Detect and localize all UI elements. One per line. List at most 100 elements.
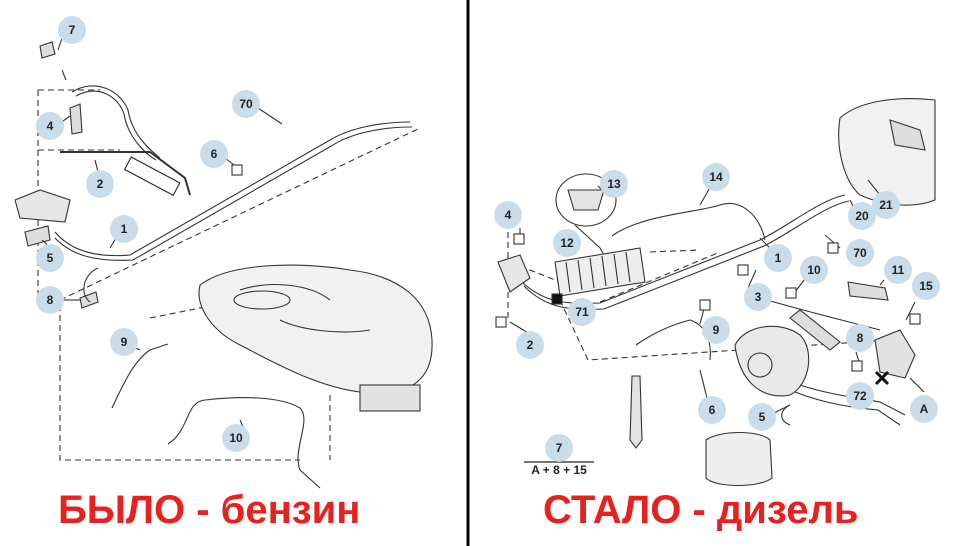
callout-label: 4 (47, 119, 54, 133)
callout-label: 70 (853, 246, 867, 260)
callout-bubble (912, 272, 940, 300)
callout-label: 21 (879, 198, 893, 212)
callout-note: 7 (545, 434, 573, 462)
callout-bubble (200, 140, 228, 168)
callout-left-7: 7 (58, 16, 86, 44)
callout-right-5: 5 (748, 403, 776, 431)
callout-left-1: 1 (110, 215, 138, 243)
callout-bubble (846, 324, 874, 352)
callout-label: 13 (607, 177, 621, 191)
callout-bubble (884, 256, 912, 284)
callout-label: 15 (919, 279, 933, 293)
callout-label: 2 (527, 338, 534, 352)
callout-label: 8 (47, 293, 54, 307)
callout-right-2: 2 (516, 331, 544, 359)
callout-label: 4 (505, 208, 512, 222)
left-panel (14, 37, 433, 489)
callout-label: 7 (69, 23, 76, 37)
callout-label: 12 (560, 236, 574, 250)
callout-bubble (702, 316, 730, 344)
before-caption: БЫЛО - бензин (58, 488, 361, 532)
callout-right-72: 72 (846, 382, 874, 410)
callout-bubble (744, 283, 772, 311)
callout-label: 9 (713, 323, 720, 337)
callout-bubble (516, 331, 544, 359)
callout-bubble (698, 396, 726, 424)
callout-label: 1 (775, 251, 782, 265)
callout-bubble (553, 229, 581, 257)
callout-bubble (110, 328, 138, 356)
callout-label: 14 (709, 170, 723, 184)
callout-right-70: 70 (846, 239, 874, 267)
callout-right-20: 20 (848, 202, 876, 230)
callout-bubble (848, 202, 876, 230)
callout-label: 9 (121, 335, 128, 349)
callout-label: 8 (857, 331, 864, 345)
callout-bubble (545, 434, 573, 462)
after-caption: СТАЛО - дизель (543, 488, 859, 532)
callout-left-2: 2 (86, 170, 114, 198)
callout-bubble (702, 163, 730, 191)
callout-label: 6 (709, 403, 716, 417)
callout-right-14: 14 (702, 163, 730, 191)
right-panel (495, 98, 936, 486)
callout-label: 10 (229, 431, 243, 445)
callout-right-1: 1 (764, 244, 792, 272)
callout-bubble (36, 112, 64, 140)
callout-right-3: 3 (744, 283, 772, 311)
callout-bubble (58, 16, 86, 44)
callout-label: 72 (853, 389, 867, 403)
callout-label: A (920, 402, 929, 416)
callout-label: 1 (121, 222, 128, 236)
callout-left-5: 5 (36, 244, 64, 272)
callout-bubble (110, 215, 138, 243)
callout-left-6: 6 (200, 140, 228, 168)
callout-label: 11 (892, 263, 905, 277)
callout-left-8: 8 (36, 286, 64, 314)
callout-label: 71 (575, 305, 589, 319)
callout-right-9: 9 (702, 316, 730, 344)
callout-bubble (36, 244, 64, 272)
callout-label: 20 (855, 209, 869, 223)
callout-right-a: A (910, 395, 938, 423)
callout-note-number: 7 (556, 441, 563, 455)
callout-right-71: 71 (568, 298, 596, 326)
callout-bubble (764, 244, 792, 272)
callout-right-21: 21 (872, 191, 900, 219)
callout-label: 6 (211, 147, 218, 161)
callout-bubble (846, 382, 874, 410)
callout-bubble (86, 170, 114, 198)
callout-bubble (846, 239, 874, 267)
callout-right-10: 10 (800, 256, 828, 284)
callout-bubble (232, 90, 260, 118)
callout-bubble (800, 256, 828, 284)
callout-right-4: 4 (494, 201, 522, 229)
callout-left-70: 70 (232, 90, 260, 118)
callout-right-6: 6 (698, 396, 726, 424)
callout-bubble (872, 191, 900, 219)
callout-label: 70 (239, 97, 253, 111)
callout-note-text: A + 8 + 15 (531, 463, 587, 477)
callout-right-13: 13 (600, 170, 628, 198)
callout-left-9: 9 (110, 328, 138, 356)
callout-label: 2 (97, 177, 104, 191)
callout-bubble (910, 395, 938, 423)
callout-left-4: 4 (36, 112, 64, 140)
callout-bubble (36, 286, 64, 314)
callout-bubble (494, 201, 522, 229)
callout-right-8: 8 (846, 324, 874, 352)
callout-bubble (748, 403, 776, 431)
callout-label: 5 (759, 410, 766, 424)
callout-bubble (568, 298, 596, 326)
callout-bubble (600, 170, 628, 198)
callout-right-12: 12 (553, 229, 581, 257)
callout-label: 5 (47, 251, 54, 265)
callout-right-11: 11 (884, 256, 912, 284)
callout-label: 10 (807, 263, 821, 277)
callout-right-15: 15 (912, 272, 940, 300)
callout-bubble (222, 424, 250, 452)
callout-left-10: 10 (222, 424, 250, 452)
